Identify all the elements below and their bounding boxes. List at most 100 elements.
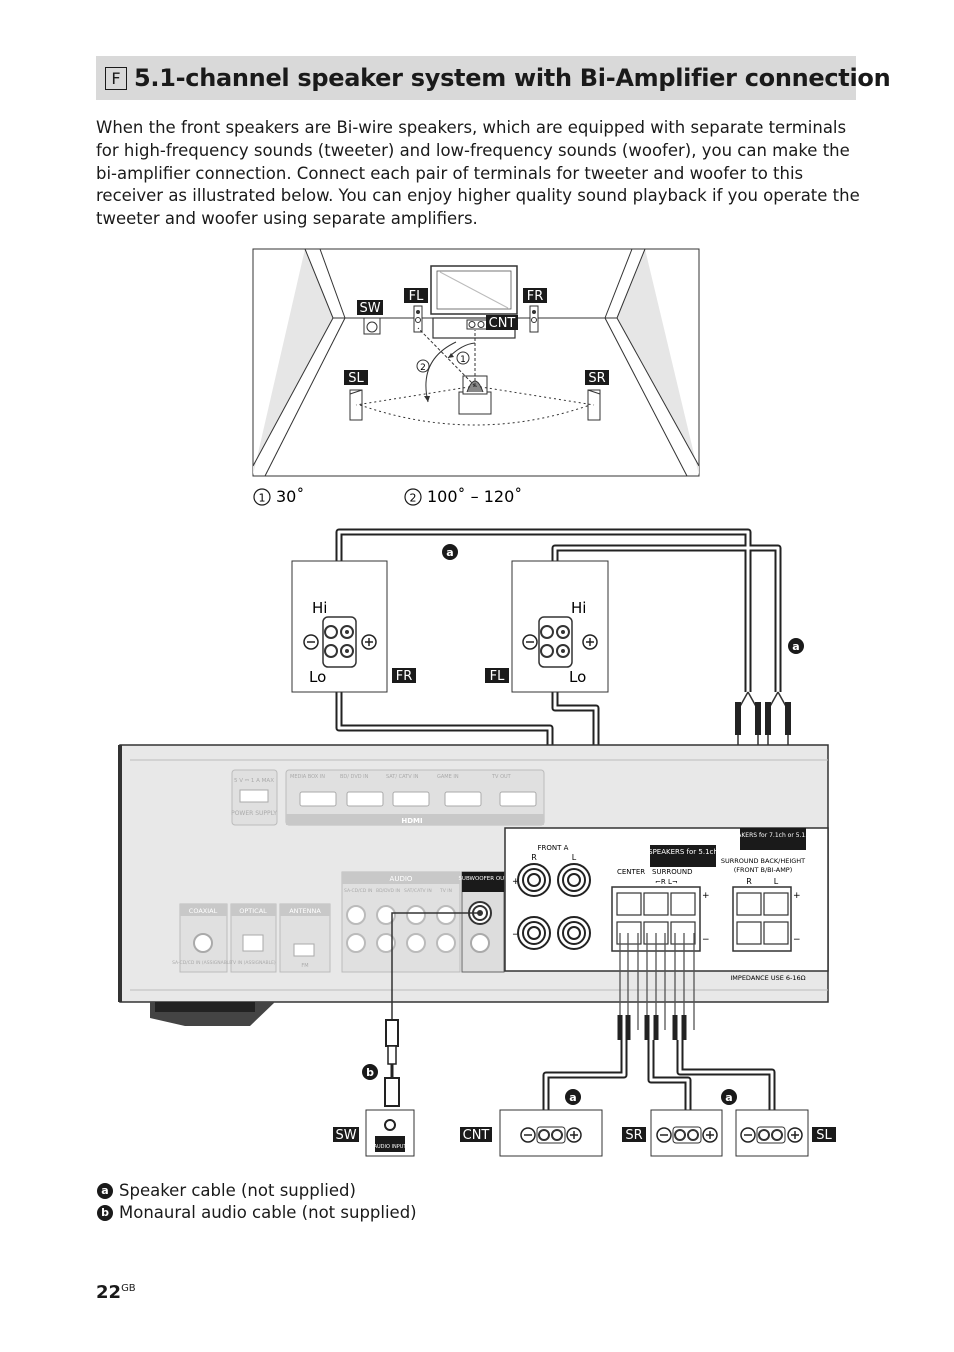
svg-text:−: − xyxy=(793,935,801,945)
hdmi-in-0: MEDIA BOX IN xyxy=(290,774,325,780)
antenna-label: ANTENNA xyxy=(289,907,321,915)
cable-a-mark-bottom-left: a xyxy=(569,1091,576,1104)
note-text: Monaural audio cable (not supplied) xyxy=(119,1203,417,1222)
optical-label: OPTICAL xyxy=(239,907,267,915)
fr-hi-label: Hi xyxy=(312,599,327,617)
hdmi-tv-out: TV OUT xyxy=(491,774,512,780)
fl-lo-label: Lo xyxy=(569,668,586,686)
cable-notes: a Speaker cable (not supplied) b Monaura… xyxy=(97,1180,417,1224)
cable-a-mark-right: a xyxy=(792,640,799,653)
wiring-label-fr: FR xyxy=(392,668,416,684)
svg-text:+: + xyxy=(512,877,520,887)
surround-label: SURROUND xyxy=(652,868,693,876)
front-l-label: L xyxy=(572,853,577,862)
section-letter-box: F xyxy=(105,67,127,90)
svg-text:SL: SL xyxy=(816,1128,832,1143)
coaxial-label: COAXIAL xyxy=(189,907,218,915)
front-bi-amp-label: (FRONT B/BI-AMP) xyxy=(734,866,793,874)
hdmi-in-3: GAME IN xyxy=(437,774,459,780)
note-row: a Speaker cable (not supplied) xyxy=(97,1180,417,1202)
center-label: CENTER xyxy=(617,868,645,876)
svg-text:SR: SR xyxy=(625,1128,642,1143)
speakers-71-label: SPEAKERS for 7.1ch or 5.1.2 ch xyxy=(726,832,820,839)
wiring-label-fl: FL xyxy=(485,668,509,684)
svg-text:SW: SW xyxy=(335,1128,356,1143)
front-r-label: R xyxy=(531,853,537,862)
usb-label: 5 V ⎓ 1 A MAX xyxy=(234,778,274,784)
cable-b-mark: b xyxy=(366,1066,374,1079)
angle-2-label: 100˚ – 120˚ xyxy=(427,487,522,506)
svg-text:FR: FR xyxy=(396,669,413,684)
hdmi-label: HDMI xyxy=(401,817,422,825)
room-label-fr: FR xyxy=(523,288,547,304)
svg-text:1: 1 xyxy=(259,492,266,505)
wiring-diagram: Hi Lo FR Hi Lo FL a a xyxy=(118,528,836,1157)
room-label-sl: SL xyxy=(344,370,368,386)
svg-text:FL: FL xyxy=(409,289,424,304)
room-label-fl: FL xyxy=(404,288,428,304)
fr-speaker-icon xyxy=(529,305,539,333)
angle-mark-1: 1 xyxy=(460,355,466,365)
intro-paragraph: When the front speakers are Bi-wire spea… xyxy=(96,118,860,229)
page-number-value: 22 xyxy=(96,1282,122,1303)
speakers-51-label: SPEAKERS for 5.1ch xyxy=(648,848,718,856)
listener-icon xyxy=(458,375,492,415)
hdmi-in-1: BD/ DVD IN xyxy=(340,774,369,780)
room-label-sr: SR xyxy=(585,370,609,386)
wiring-label-sr: SR xyxy=(622,1127,646,1143)
impedance-label: IMPEDANCE USE 6-16Ω xyxy=(730,974,805,982)
wiring-label-sl: SL xyxy=(812,1127,836,1143)
fr-lo-label: Lo xyxy=(309,668,326,686)
svg-text:CNT: CNT xyxy=(489,316,516,331)
receiver-back-panel: 5 V ⎓ 1 A MAX POWER SUPPLY HDMI MEDIA BO… xyxy=(118,744,829,1026)
cable-a-mark-top: a xyxy=(446,546,453,559)
svg-text:FR: FR xyxy=(527,289,544,304)
sb-l-label: L xyxy=(774,877,779,886)
audio-in-1: BD/DVD IN xyxy=(376,888,400,894)
svg-text:−: − xyxy=(702,935,710,945)
svg-text:+: + xyxy=(702,891,710,901)
fl-hi-label: Hi xyxy=(571,599,586,617)
page-number: 22GB xyxy=(96,1282,136,1303)
optical-sub: TV IN (ASSIGNABLE) xyxy=(229,960,276,966)
audio-in-2: SAT/CATV IN xyxy=(404,888,432,894)
section-header-bar xyxy=(96,56,856,100)
wiring-label-cnt: CNT xyxy=(460,1127,492,1143)
antenna-sub: FM xyxy=(301,963,308,969)
room-label-sw: SW xyxy=(357,300,383,316)
surround-back-label: SURROUND BACK/HEIGHT xyxy=(721,857,805,865)
wiring-label-sw: SW xyxy=(333,1127,359,1143)
audio-in-0: SA-CD/CD IN xyxy=(344,888,372,894)
hdmi-in-2: SAT/ CATV IN xyxy=(386,774,419,780)
section-title: 5.1-channel speaker system with Bi-Ampli… xyxy=(134,64,891,92)
front-a-label: FRONT A xyxy=(538,844,569,852)
svg-text:SL: SL xyxy=(348,371,364,386)
page-number-suffix: GB xyxy=(121,1283,136,1294)
svg-text:CNT: CNT xyxy=(463,1128,490,1143)
angle-mark-2: 2 xyxy=(420,363,426,373)
sb-r-label: R xyxy=(746,877,752,886)
svg-text:+: + xyxy=(793,891,801,901)
angle-1-label: 30˚ xyxy=(276,487,304,506)
sw-audio-input-label: AUDIO INPUT xyxy=(374,1144,408,1150)
svg-text:2: 2 xyxy=(410,492,417,505)
note-mark: b xyxy=(97,1205,113,1221)
svg-text:FL: FL xyxy=(490,669,505,684)
subwoofer-icon xyxy=(363,317,381,335)
svg-text:−: − xyxy=(512,930,520,940)
room-label-cnt: CNT xyxy=(486,315,518,331)
audio-label: AUDIO xyxy=(390,875,413,883)
note-text: Speaker cable (not supplied) xyxy=(119,1181,356,1200)
fl-speaker-icon xyxy=(413,305,423,333)
note-row: b Monaural audio cable (not supplied) xyxy=(97,1202,417,1224)
surround-rl-label: ⌐R L¬ xyxy=(655,878,678,886)
room-diagram: SW FL FR CNT SL SR 1 2 xyxy=(252,248,700,477)
svg-text:SR: SR xyxy=(588,371,605,386)
coaxial-sub: SA-CD/CD IN (ASSIGNABLE) xyxy=(172,960,234,966)
angle-legend: 1 30˚ 2 100˚ – 120˚ xyxy=(253,487,522,506)
svg-text:SW: SW xyxy=(359,301,380,316)
audio-in-3: TV IN xyxy=(439,888,452,894)
subwoofer-out-label: SUBWOOFER OUT xyxy=(458,876,508,882)
note-mark: a xyxy=(97,1183,113,1199)
